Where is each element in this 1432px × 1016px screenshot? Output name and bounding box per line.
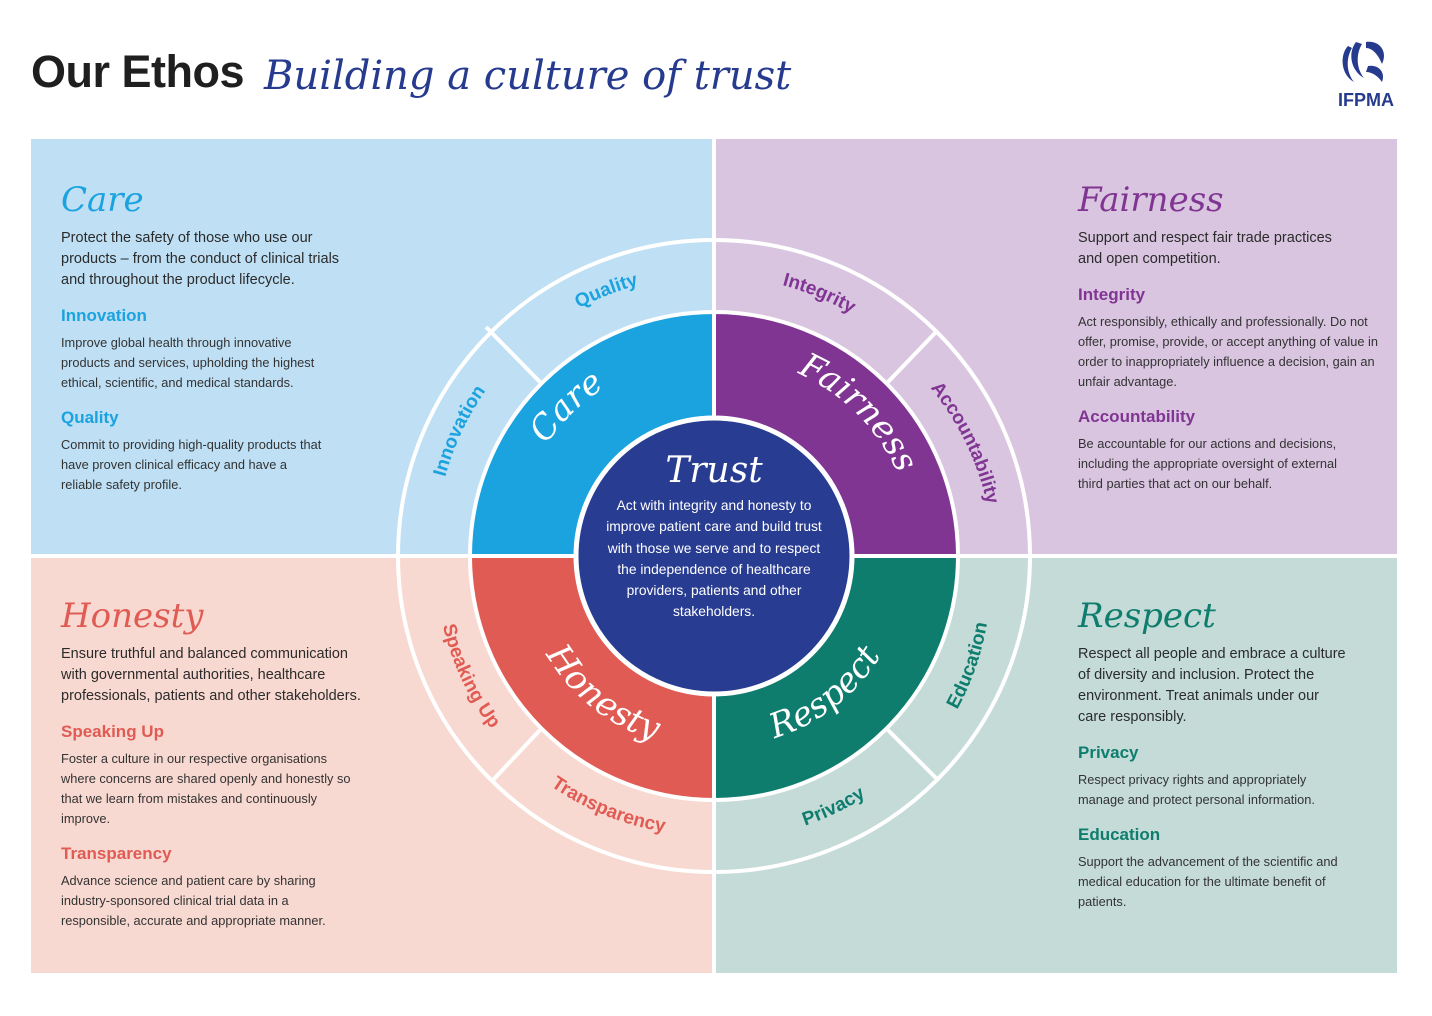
- care-intro: Protect the safety of those who use our …: [61, 230, 340, 288]
- innovation-desc: Improve global health through innovative…: [61, 335, 315, 390]
- honesty-intro: Ensure truthful and balanced communicati…: [61, 646, 361, 704]
- quality-desc: Commit to providing high-quality product…: [61, 437, 322, 492]
- fairness-block: Fairness Support and respect fair trade …: [1078, 180, 1378, 508]
- wheel-privacy-label: Privacy: [800, 783, 869, 831]
- fairness-title: Fairness: [1078, 180, 1224, 220]
- page-subtitle: Building a culture of trust: [264, 53, 792, 99]
- respect-title: Respect: [1078, 596, 1216, 636]
- wheel-education-label: Education: [943, 620, 992, 712]
- trust-title: Trust: [665, 450, 763, 491]
- trust-description: Act with integrity and honesty to improv…: [606, 498, 822, 620]
- fairness-intro: Support and respect fair trade practices…: [1078, 230, 1332, 267]
- quality-heading: Quality: [61, 408, 119, 427]
- integrity-heading: Integrity: [1078, 285, 1146, 304]
- wheel-quality-label: Quality: [572, 269, 641, 312]
- innovation-heading: Innovation: [61, 306, 147, 325]
- wheel-integrity-label: Integrity: [781, 270, 860, 319]
- ifpma-logo-icon: [1342, 41, 1385, 82]
- respect-intro: Respect all people and embrace a culture…: [1078, 646, 1346, 725]
- logo-text: IFPMA: [1338, 90, 1394, 110]
- respect-block: Respect Respect all people and embrace a…: [1078, 596, 1358, 926]
- page-title: Our Ethos: [31, 46, 245, 97]
- ifpma-logo: IFPMA: [1326, 36, 1406, 112]
- accountability-desc: Be accountable for our actions and decis…: [1078, 436, 1337, 491]
- privacy-heading: Privacy: [1078, 743, 1139, 762]
- speaking-up-desc: Foster a culture in our respective organ…: [61, 751, 351, 826]
- integrity-desc: Act responsibly, ethically and professio…: [1078, 314, 1378, 389]
- transparency-desc: Advance science and patient care by shar…: [61, 873, 326, 928]
- trust-center: [573, 415, 855, 697]
- honesty-block: Honesty Ensure truthful and balanced com…: [61, 596, 366, 945]
- privacy-desc: Respect privacy rights and appropriately…: [1078, 772, 1315, 807]
- education-heading: Education: [1078, 825, 1161, 844]
- wheel-innovation-label: Innovation: [430, 382, 490, 479]
- care-title: Care: [61, 180, 144, 220]
- honesty-title: Honesty: [61, 596, 204, 636]
- speaking-up-heading: Speaking Up: [61, 722, 164, 741]
- accountability-heading: Accountability: [1078, 407, 1196, 426]
- care-block: Care Protect the safety of those who use…: [61, 180, 351, 509]
- transparency-heading: Transparency: [61, 844, 172, 863]
- education-desc: Support the advancement of the scientifi…: [1078, 854, 1338, 909]
